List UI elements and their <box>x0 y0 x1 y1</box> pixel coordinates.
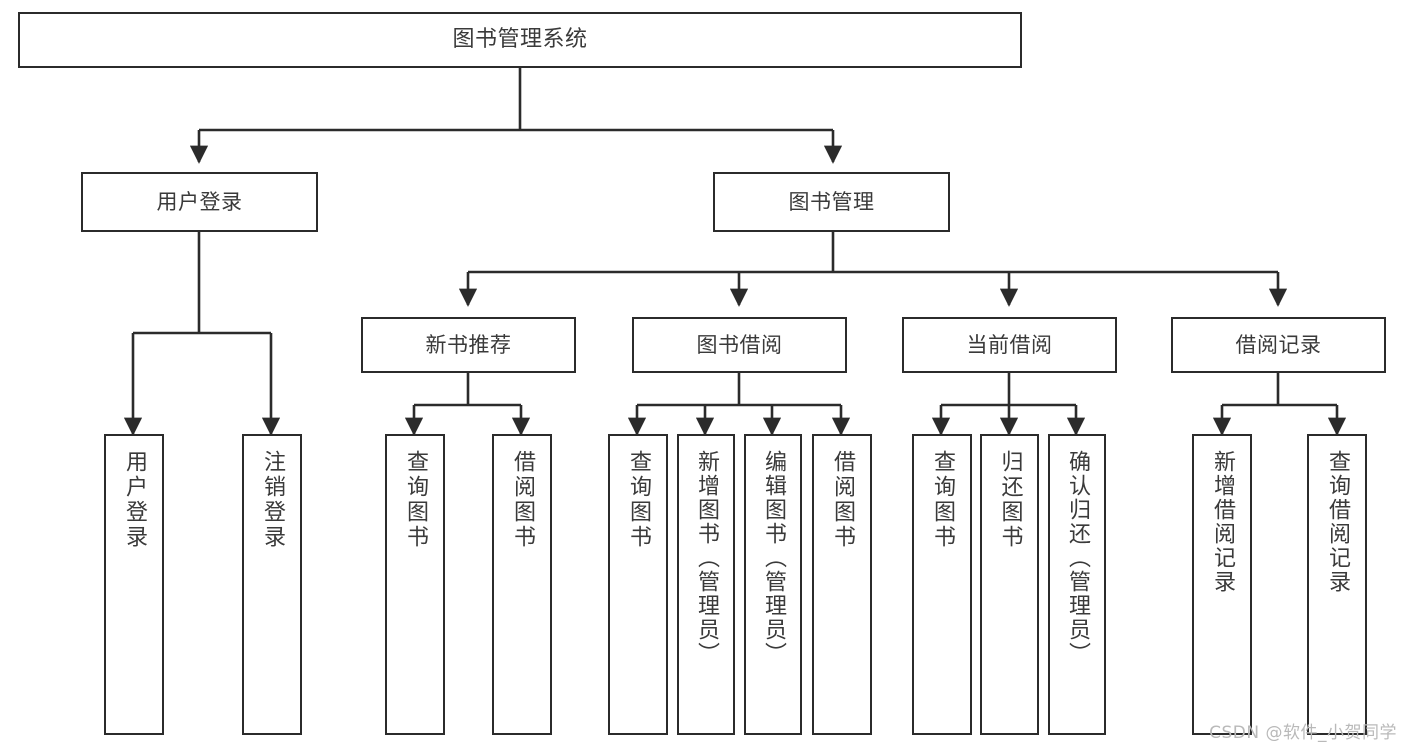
node-label: 图书管理 <box>788 189 875 214</box>
node-label: 当前借阅 <box>966 332 1053 357</box>
node-label: 用户登录 <box>122 450 147 550</box>
node-label: 新增借阅记录 <box>1210 450 1235 594</box>
node-label: 查询图书 <box>930 450 955 550</box>
leaf-borrow-book-recommend[interactable]: 借阅图书 <box>492 434 552 735</box>
node-label: 查询图书 <box>403 450 428 550</box>
leaf-edit-book[interactable]: 编辑图书（管理员） <box>744 434 802 735</box>
node-label: 注销登录 <box>260 450 285 550</box>
node-root-system[interactable]: 图书管理系统 <box>18 12 1022 68</box>
leaf-add-book[interactable]: 新增图书（管理员） <box>677 434 735 735</box>
leaf-query-book-recommend[interactable]: 查询图书 <box>385 434 445 735</box>
leaf-logout[interactable]: 注销登录 <box>242 434 302 735</box>
node-label: 新书推荐 <box>425 332 512 357</box>
node-label: 归还图书 <box>997 450 1023 550</box>
node-label: 确认归还（管理员） <box>1065 450 1090 666</box>
node-label: 查询图书 <box>626 450 651 550</box>
node-current-borrow[interactable]: 当前借阅 <box>902 317 1117 373</box>
node-user-login[interactable]: 用户登录 <box>81 172 318 232</box>
leaf-user-login[interactable]: 用户登录 <box>104 434 164 735</box>
leaf-confirm-return[interactable]: 确认归还（管理员） <box>1048 434 1106 735</box>
node-label: 新增图书（管理员） <box>694 450 719 666</box>
leaf-query-book-current[interactable]: 查询图书 <box>912 434 972 735</box>
node-borrow-record[interactable]: 借阅记录 <box>1171 317 1386 373</box>
node-label: 查询借阅记录 <box>1325 450 1350 594</box>
node-label: 编辑图书（管理员） <box>761 450 786 666</box>
node-label: 用户登录 <box>156 189 243 214</box>
leaf-add-borrow-record[interactable]: 新增借阅记录 <box>1192 434 1252 735</box>
leaf-query-book-borrow[interactable]: 查询图书 <box>608 434 668 735</box>
node-label: 借阅记录 <box>1235 332 1322 357</box>
leaf-borrow-book[interactable]: 借阅图书 <box>812 434 872 735</box>
node-book-management[interactable]: 图书管理 <box>713 172 950 232</box>
node-new-book-recommend[interactable]: 新书推荐 <box>361 317 576 373</box>
node-label: 图书借阅 <box>696 332 783 357</box>
node-label: 借阅图书 <box>830 450 855 550</box>
leaf-return-book[interactable]: 归还图书 <box>980 434 1039 735</box>
node-label: 借阅图书 <box>510 450 535 550</box>
node-book-borrow[interactable]: 图书借阅 <box>632 317 847 373</box>
leaf-query-borrow-record[interactable]: 查询借阅记录 <box>1307 434 1367 735</box>
csdn-watermark: CSDN @软件_小贺同学 <box>1209 723 1397 743</box>
node-label: 图书管理系统 <box>452 27 588 53</box>
